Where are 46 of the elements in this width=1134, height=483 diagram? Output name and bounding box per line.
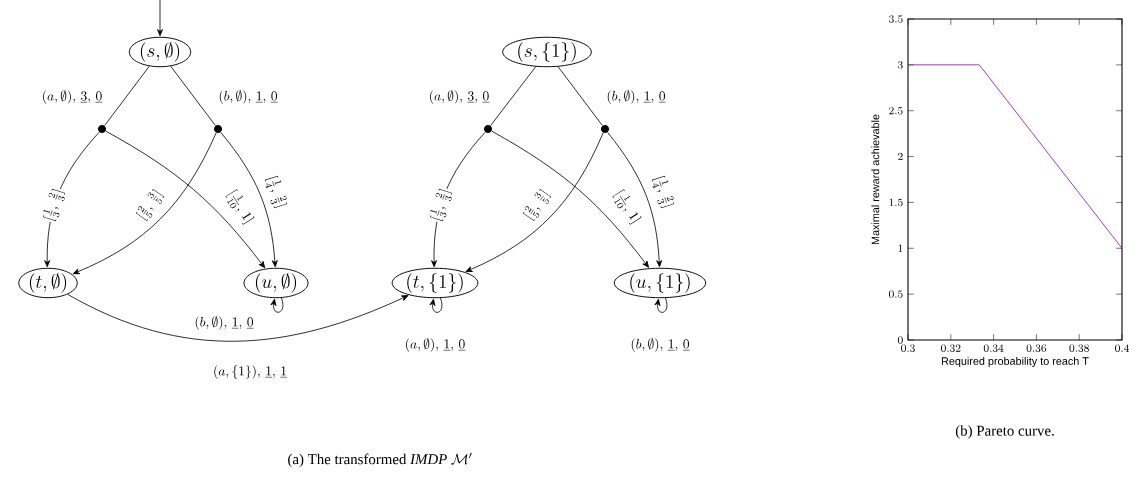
arrow [465,132,604,272]
x-tick-label: 0.3 [901,344,915,352]
edge-label: $[\tfrac{1}{10},\, 1]$ [609,186,645,228]
x-axis-title: Required probability to reach T [941,356,1089,368]
edge-label: $[\tfrac{1}{3},\, \tfrac{2}{3}]$ [40,185,68,225]
x-tick-label: 0.38 [1069,344,1089,352]
edge-label: $(a, \emptyset),\, \underline{3},\, \underline{0}$ [428,89,490,105]
edge-label: $[\tfrac{1}{4},\, \tfrac{2}{3}]$ [649,172,677,212]
x-tick-label: 0.32 [941,344,961,352]
x-tick-label: 0.36 [1026,344,1047,352]
edge-label: $[\tfrac{2}{5},\, \tfrac{3}{5}]$ [520,185,554,225]
y-tick-label: 2.5 [889,107,903,115]
caption: $\text{(a) The transformed }\textit{IMDP}\ \mathcal{M}'$ [288,452,472,468]
arrow [654,297,668,313]
edge-label: $[\tfrac{2}{5},\, \tfrac{3}{5}]$ [133,185,167,225]
x-tick-label: 0.4 [1115,344,1129,352]
caption: (b) Pareto curve. [955,425,1054,439]
arrow [429,297,443,313]
edge-label: $(b, \emptyset),\, \underline{1},\, \underline{0}$ [605,89,667,105]
arrow [67,293,409,342]
arrow [491,130,649,268]
y-tick-label: 3 [897,61,903,69]
edge-label: $(a, \{1\}),\, \underline{1},\, \underline{1}$ [212,364,288,380]
edge-label: $[\tfrac{1}{3},\, \tfrac{2}{3}]$ [427,185,455,225]
edge-label: $(a, \emptyset),\, \underline{3},\, \underline{0}$ [41,89,103,105]
arrow [72,132,217,275]
y-tick-label: 3.5 [889,15,903,23]
edge-label: $[\tfrac{1}{4},\, \tfrac{2}{3}]$ [262,172,290,212]
x-tick-label: 0.34 [983,344,1004,352]
arrow [607,132,663,268]
edge-label: $(a, \emptyset),\, \underline{1},\, \underline{0}$ [404,337,466,353]
arrow [270,297,284,313]
y-tick-label: 0 [897,336,903,344]
y-tick-label: 1 [898,244,903,252]
y-axis-title: Maximal reward achievable [871,114,880,245]
edge-label: $[\tfrac{1}{10},\, 1]$ [222,186,258,228]
edge-label: $(b, \emptyset),\, \underline{1},\, \underline{0}$ [629,337,691,353]
arrow [157,0,163,37]
edge-label: $(b, \emptyset),\, \underline{1},\, \underline{0}$ [193,315,255,331]
y-tick-label: 0.5 [888,290,903,298]
y-tick-label: 1 .5 [889,198,903,207]
edge-label: $(b, \emptyset),\, \underline{1},\, \underline{0}$ [217,89,279,105]
line-chart: 0.3 0.32 0.34 0.36 0.38 0.4 0 0.5 1 1 .5 2 2.5 3 3.5 Required probability to reach T Maximal reward achievable [871,15,1129,368]
arrow [220,131,278,268]
arrow [105,130,266,269]
y-tick-label: 2 [898,152,903,161]
